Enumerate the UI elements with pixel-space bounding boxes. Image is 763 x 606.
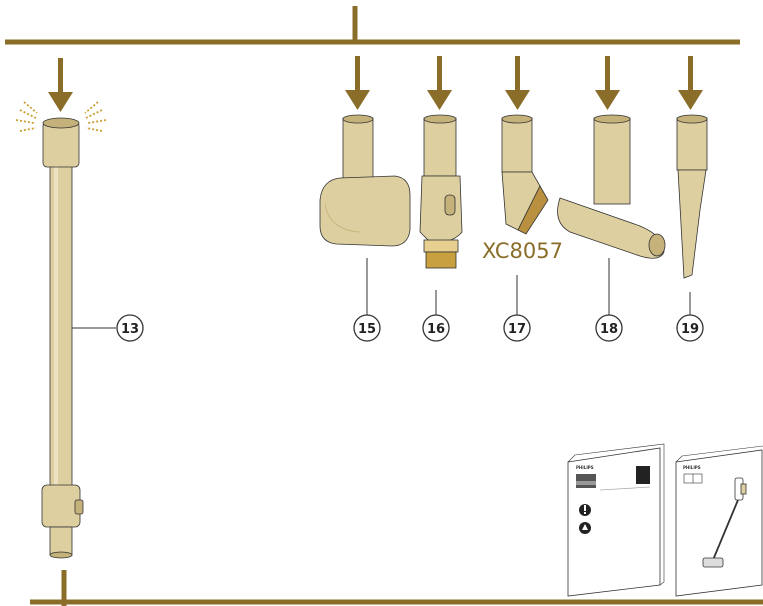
callout-19: 19 (676, 314, 704, 342)
arrow-icon (505, 56, 530, 110)
crevice-tool (676, 114, 708, 279)
callout-17: 17 (503, 314, 531, 342)
svg-text:18: 18 (600, 322, 618, 337)
svg-text:15: 15 (358, 322, 376, 337)
click-burst-icon (15, 101, 38, 132)
svg-text:PHILIPS: PHILIPS (683, 465, 701, 470)
arrow-icon (48, 58, 73, 112)
callout-13: 13 (116, 314, 144, 342)
recycle-icon (579, 522, 591, 534)
arrow-icon (345, 56, 370, 110)
svg-text:13: 13 (121, 322, 139, 337)
user-manual: PHILIPS (675, 445, 763, 597)
arrow-icon (427, 56, 452, 110)
extension-tube (41, 117, 84, 559)
callout-16: 16 (422, 314, 450, 342)
callout-15: 15 (353, 314, 381, 342)
upholstery-tool (557, 114, 666, 259)
safety-leaflet: PHILIPS (567, 443, 665, 597)
mini-turbo-brush (319, 114, 411, 247)
click-burst-icon (84, 101, 107, 132)
warning-icon (579, 504, 591, 516)
two-in-one-brush (419, 114, 463, 269)
svg-text:17: 17 (508, 322, 526, 337)
svg-text:PHILIPS: PHILIPS (576, 465, 594, 470)
model-label: XC8057 (482, 239, 563, 263)
svg-text:16: 16 (427, 322, 445, 337)
svg-text:19: 19 (681, 322, 699, 337)
arrow-icon (595, 56, 620, 110)
vacuum-icon (702, 477, 747, 568)
arrow-icon (678, 56, 703, 110)
crevice-brush-tool (501, 114, 549, 235)
callout-18: 18 (595, 314, 623, 342)
